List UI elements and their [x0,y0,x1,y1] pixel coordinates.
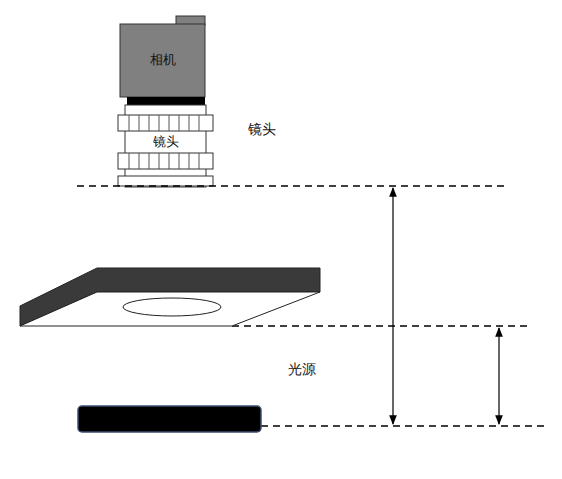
knurl-line [149,115,150,131]
lens-ring [118,176,213,186]
lens-rings [118,115,213,186]
knurl-line [139,115,140,131]
dashed-line [261,425,548,427]
node-text: 相机 [150,53,176,67]
knurl-line [189,153,190,169]
camera-body [120,24,205,97]
node-text: 镜头 [153,135,179,149]
knurl-line [159,153,160,169]
lens-ring [118,115,213,131]
dashed-line [77,185,507,187]
dimension-arrow [498,328,499,424]
plate-face [20,292,320,326]
knurl-line [199,115,200,131]
knurl-line [139,153,140,169]
plate-hole [123,298,221,316]
light-source [78,406,261,432]
lens-callout: 镜头 [248,122,276,137]
knurl-line [159,115,160,131]
light-source-callout: 光源 [288,362,316,377]
lens-label-box: 镜头 [125,132,206,152]
knurl-line [169,115,170,131]
dashed-line [232,325,528,327]
knurl-line [179,115,180,131]
knurl-line [129,153,130,169]
knurl-line [179,153,180,169]
lens-ring [118,153,213,169]
knurl-line [189,115,190,131]
knurl-line [199,153,200,169]
plate-top [20,268,320,326]
knurl-line [129,115,130,131]
camera-mount [127,97,205,105]
knurl-line [169,153,170,169]
knurl-line [149,153,150,169]
camera-label-box: 相机 [120,30,205,90]
dimension-arrow [392,188,393,424]
